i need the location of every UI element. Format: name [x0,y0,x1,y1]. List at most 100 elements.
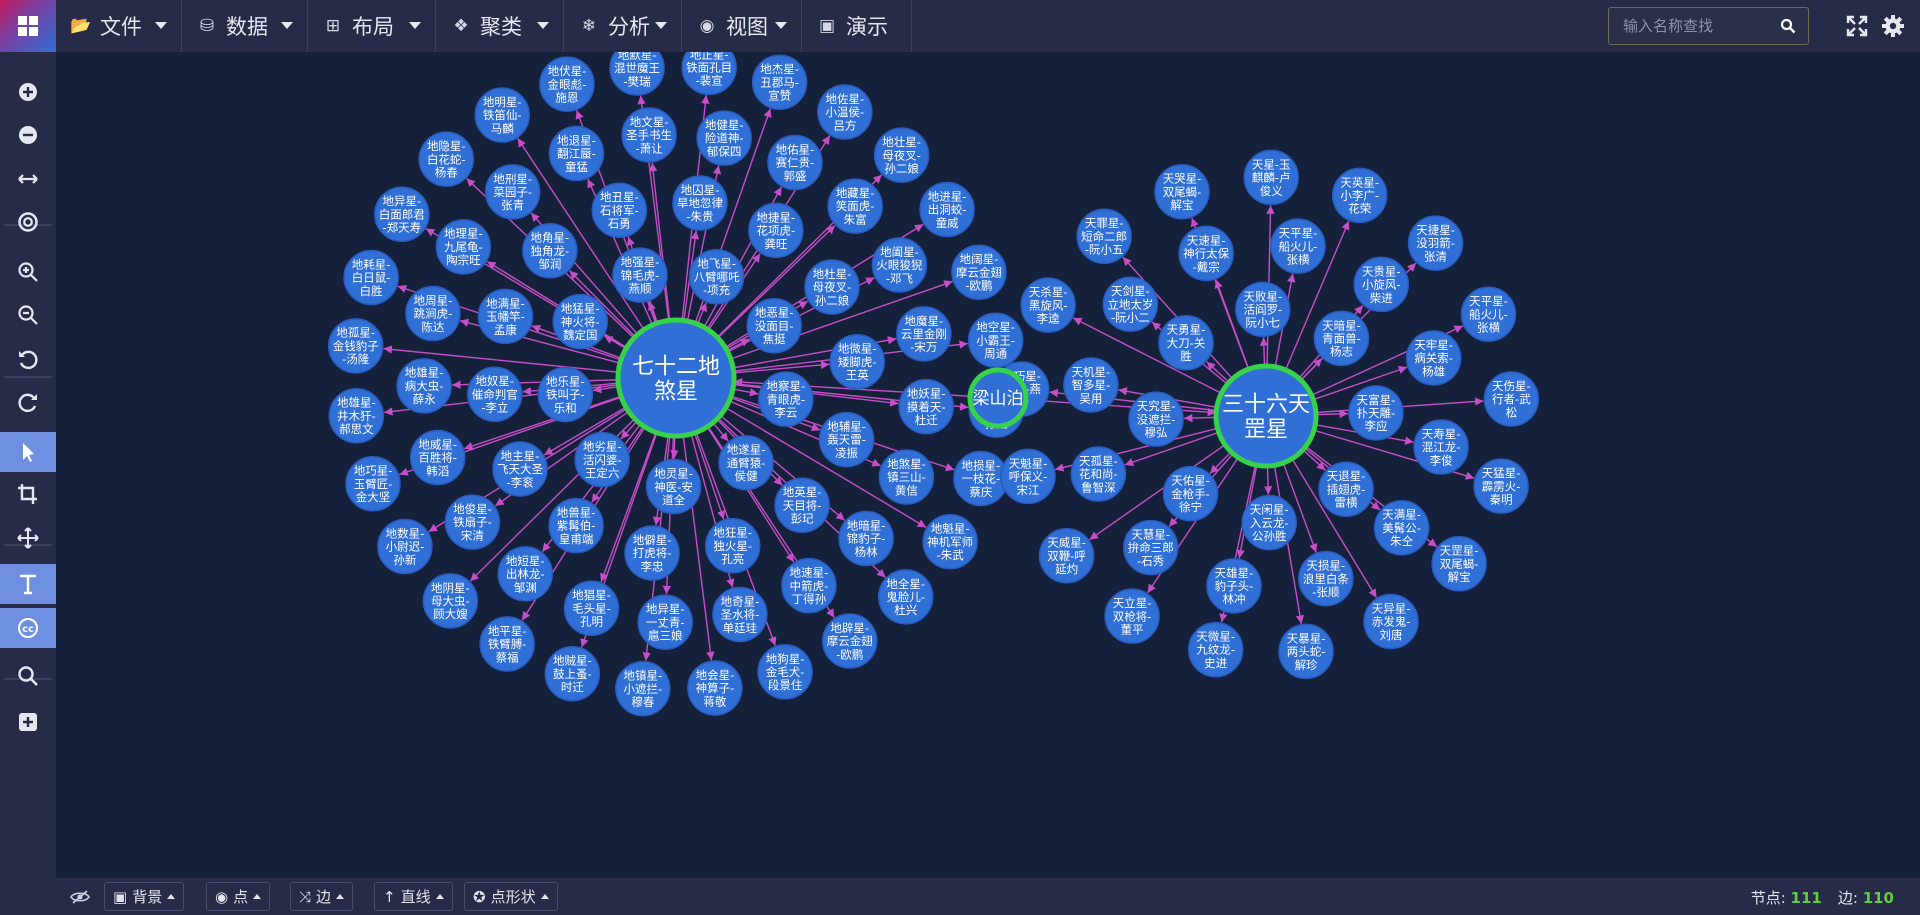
graph-node[interactable]: 地妖星-摸着天-杜迁 [898,378,955,435]
graph-node[interactable]: 地空星-小霸王-周通 [967,312,1024,368]
graph-node[interactable]: 天立星-双枪将-董平 [1104,588,1160,644]
graph-node[interactable]: 地俊星-铁扇子-宋清 [444,494,501,550]
graph-node[interactable]: 天平星-船火儿-张横 [1270,218,1326,274]
graph-node[interactable]: 地伏星-金眼彪-施恩 [539,56,595,112]
graph-node[interactable]: 地猛星-神火将-魏定国 [552,293,608,350]
graph-node[interactable]: 地杰星-丑郡马-宣赞 [751,54,808,111]
graph-node[interactable]: 天慧星-拚命三郎-石秀 [1122,519,1179,576]
graph-node[interactable]: 天闲星-入云龙-公孙胜 [1241,494,1297,551]
graph-node[interactable]: 地奇星-圣水将-单廷珪 [712,586,768,643]
graph-node[interactable]: 天雄星-豹子头-林冲 [1206,558,1262,614]
graph-node[interactable]: 地捷星-花项虎-龚旺 [748,202,804,259]
move-tool[interactable] [0,518,56,558]
graph-node[interactable]: 地周星-跳涧虎-陈达 [405,285,461,342]
graph-node[interactable]: 地强星-锦毛虎-燕顺 [612,247,668,303]
graph-node[interactable]: 天机星-智多星-吴用 [1063,357,1119,413]
graph-node[interactable]: 地孤星-金钱豹子-汤隆 [327,318,384,374]
graph-node[interactable]: 地威星-百胜将-韩滔 [409,429,466,486]
graph-node[interactable]: 地明星-铁笛仙-马麟 [474,87,530,143]
graph-node[interactable]: 地刑星-菜园子-张青 [484,164,541,220]
graph-node[interactable]: 天速星-神行太保-戴宗 [1178,225,1234,282]
graph-node[interactable]: 地飞星-八臂哪吒-项充 [688,248,745,305]
graph-node[interactable]: 地耗星-白日鼠-白胜 [343,249,399,306]
search-tool[interactable] [0,656,56,696]
graph-node[interactable]: 天暴星-两头蛇-解珍 [1278,623,1334,680]
windows-logo-icon[interactable] [0,0,56,52]
graph-node[interactable]: 地全星-鬼脸儿-杜兴 [877,569,934,625]
graph-node[interactable]: 天微星-九纹龙-史进 [1187,621,1244,678]
graph-node[interactable]: 天孤星-花和尚-鲁智深 [1070,446,1127,502]
graph-node[interactable]: 地异星-一丈青-扈三娘 [637,594,693,650]
graph-node[interactable]: 地镇星-小遮拦-穆春 [615,660,671,717]
graph-node[interactable]: 地理星-九尾龟-陶宗旺 [435,219,492,275]
zoom-in-tool[interactable] [0,252,56,292]
gear-icon[interactable] [1880,13,1906,39]
graph-node[interactable]: 地兽星-紫髯伯-皇甫端 [548,497,604,554]
graph-node[interactable]: 地健星-险道神-郁保四 [696,110,752,166]
graph-node[interactable]: 地佐星-小温侯-吕方 [817,84,873,140]
graph-node[interactable]: 天牢星-病关索-杨雄 [1405,330,1462,386]
graph-node[interactable]: 地遂星-通臂猿-侯健 [718,434,774,491]
undo-tool[interactable] [0,339,56,379]
graph-node[interactable]: 地贼星-鼓上蚤-时迁 [544,645,601,702]
graph-node[interactable]: 天魁星-呼保义-宋江 [1000,448,1056,505]
graph-node[interactable]: 天损星-浪里白条-张顺 [1298,550,1354,607]
graph-node[interactable]: 地平星-铁臂膊-蔡福 [479,616,535,672]
graph-node[interactable]: 天败星-活阎罗-阮小七 [1235,281,1291,338]
fullscreen-icon[interactable] [1844,13,1870,39]
bottom-button-0[interactable]: ▣背景 [104,882,185,911]
menu-5[interactable]: ◉视图 [682,0,802,52]
graph-node[interactable]: 天异星-赤发鬼-刘唐 [1363,593,1419,650]
graph-node[interactable]: 天佑星-金枪手-徐宁 [1162,465,1219,522]
graph-node[interactable]: 地辟星-摩云金翅-欧鹏 [822,613,878,669]
hub-node[interactable]: 七十二地煞星 [615,317,737,439]
graph-node[interactable]: 地暗星-锦豹子-杨林 [838,510,894,567]
graph-node[interactable]: 天满星-美髯公-朱仝 [1373,500,1430,556]
graph-node[interactable]: 地佑星-赛仁贵-郭盛 [767,134,823,191]
graph-node[interactable]: 天勇星-大刀-关胜 [1158,315,1214,371]
graph-node[interactable]: 地速星-中箭虎-丁得孙 [781,557,837,614]
search-button[interactable] [1767,7,1809,45]
graph-node[interactable]: 天伤星-行者-武松 [1483,371,1540,427]
bottom-button-4[interactable]: ✪点形状 [464,882,558,911]
graph-node[interactable]: 天寿星-混江龙-李俊 [1413,419,1469,475]
graph-node[interactable]: 地狂星-独火星-孔亮 [704,518,761,574]
graph-node[interactable]: 地囚星-旱地忽律-朱贵 [672,175,728,231]
graph-node[interactable]: 地短星-出林龙-邹渊 [497,546,554,602]
graph-node[interactable]: 地默星-混世魔王-樊瑞 [609,52,665,96]
graph-node[interactable]: 地进星-出洞蛟-童威 [919,181,975,238]
graph-node[interactable]: 天杀星-黑旋风-李逵 [1020,277,1076,333]
redo-tool[interactable] [0,382,56,422]
graph-node[interactable]: 地阔星-摩云金翅-欧鹏 [951,244,1007,300]
pointer-tool[interactable] [0,432,56,472]
graph-node[interactable]: 天罪星-短命二郎-阮小五 [1076,208,1132,265]
graph-node[interactable]: 地满星-玉幡竿-孟康 [477,288,534,345]
graph-node[interactable]: 地杜星-母夜叉-孙二娘 [804,259,860,315]
graph-node[interactable]: 天富星-扑天雕-李应 [1348,385,1404,441]
graph-node[interactable]: 地壮星-母夜叉-孙二娘 [873,127,930,183]
graph-node[interactable]: 地隐星-白花蛇-杨春 [418,131,475,187]
minus-tool[interactable] [0,115,56,155]
graph-node[interactable]: 地会星-神算子-蒋敬 [687,660,743,716]
bottom-button-3[interactable]: ↑直线 [374,882,453,911]
menu-2[interactable]: ⊞布局 [308,0,436,52]
graph-node[interactable]: 地丑星-石将军-石勇 [591,182,648,238]
hub-node[interactable]: 梁山泊 [967,367,1029,429]
menu-1[interactable]: ⛁数据 [182,0,308,52]
graph-node[interactable]: 天究星-没遮拦-穆弘 [1128,391,1184,447]
graph-node[interactable]: 天退星-插翅虎-雷横 [1318,461,1374,517]
graph-node[interactable]: 地奴星-催命判官-李立 [467,366,523,423]
graph-node[interactable]: 天暗星-青面兽-杨志 [1313,310,1370,367]
graph-node[interactable]: 天哭星-双尾蝎-解宝 [1154,163,1210,220]
network-graph[interactable]: 地飞星-八臂哪吒-项充地恶星-没面目-焦挺地察星-青眼虎-李云地遂星-通臂猿-侯… [56,52,1920,878]
graph-node[interactable]: 天罡星-双尾蝎-解宝 [1431,536,1487,592]
graph-node[interactable]: 天捷星-没羽箭-张清 [1407,215,1464,271]
bottom-button-2[interactable]: ⤨边 [290,882,354,911]
graph-node[interactable]: 地恶星-没面目-焦挺 [746,297,802,354]
graph-node[interactable]: 地雄星-病大虫-薛永 [396,358,452,414]
graph-node[interactable]: 地英星-天目将-彭玘 [774,477,830,534]
graph-node[interactable]: 天平星-船火儿-张横 [1460,286,1517,342]
graph-node[interactable]: 天剑星-立地太岁-阮小二 [1102,276,1159,332]
graph-node[interactable]: 地巧星-玉臂匠-金大坚 [345,456,401,512]
menu-6[interactable]: ▣演示 [802,0,912,52]
